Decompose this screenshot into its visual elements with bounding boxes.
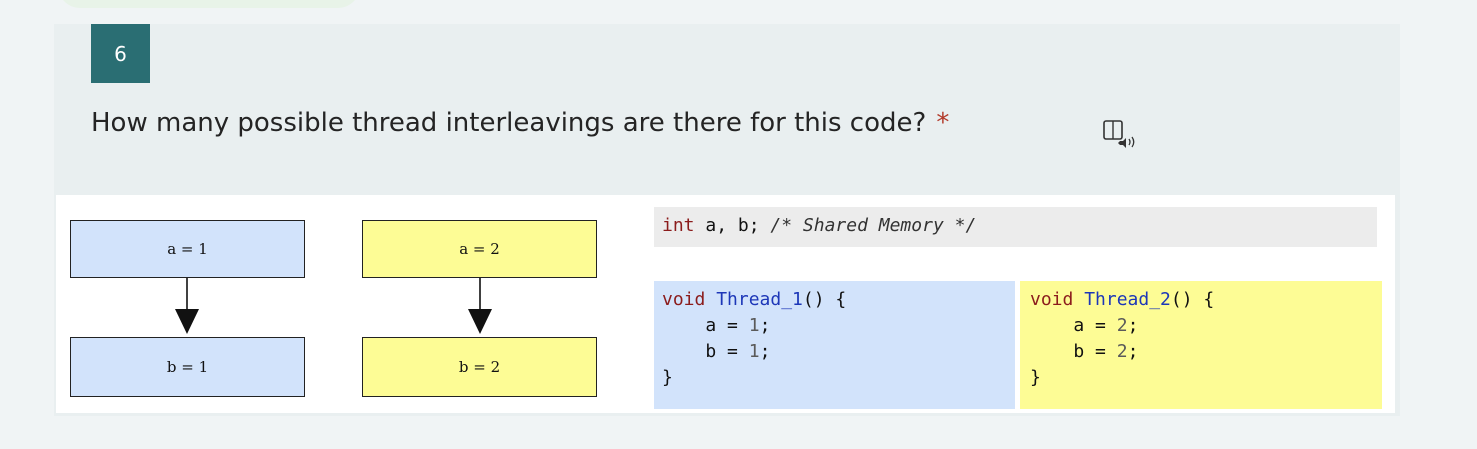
code-thread1-b-value: 1 bbox=[748, 341, 760, 362]
code-thread1-b-assign: b = bbox=[705, 341, 749, 362]
code-thread2-a-assign: a = bbox=[1073, 315, 1117, 336]
question-title: How many possible thread interleavings a… bbox=[91, 108, 949, 138]
code-thread2-a-value: 2 bbox=[1116, 315, 1128, 336]
code-thread2-name: Thread_2 bbox=[1084, 289, 1171, 310]
code-line-shared: int a, b; /* Shared Memory */ bbox=[662, 213, 1377, 239]
flow-label-thread2-b: b = 2 bbox=[458, 358, 501, 376]
code-thread2-line-b: b = 2; bbox=[1030, 339, 1382, 365]
code-thread1-signature: void Thread_1() { bbox=[662, 287, 1015, 313]
flow-box-thread2-a: a = 2 bbox=[362, 220, 597, 278]
code-thread2: void Thread_2() { a = 2; b = 2; } bbox=[1020, 281, 1382, 409]
immersive-reader-icon[interactable] bbox=[1102, 115, 1142, 149]
flow-box-thread1-a: a = 1 bbox=[70, 220, 305, 278]
question-number-badge: 6 bbox=[91, 24, 150, 83]
code-thread1-line-b: b = 1; bbox=[662, 339, 1015, 365]
code-thread2-signature: void Thread_2() { bbox=[1030, 287, 1382, 313]
code-thread1-a-semi: ; bbox=[759, 315, 771, 336]
code-thread1-close: } bbox=[662, 367, 673, 388]
code-thread1-line-a: a = 1; bbox=[662, 313, 1015, 339]
question-text: How many possible thread interleavings a… bbox=[91, 108, 927, 138]
required-marker: * bbox=[936, 108, 950, 138]
flow-label-thread1-a: a = 1 bbox=[167, 240, 208, 258]
question-figure: a = 1 b = 1 a = 2 b = 2 int a, b; /* Sha… bbox=[56, 195, 1395, 413]
code-thread2-b-semi: ; bbox=[1127, 341, 1139, 362]
code-type-keyword: int bbox=[662, 215, 695, 236]
previous-answer-pill bbox=[58, 0, 360, 8]
question-number: 6 bbox=[114, 41, 127, 66]
code-shared-vars: a, b; bbox=[705, 215, 760, 236]
code-thread2-sig-rest: () { bbox=[1170, 289, 1215, 310]
code-thread2-close: } bbox=[1030, 367, 1041, 388]
flow-arrow-thread1 bbox=[175, 278, 199, 334]
code-comment: /* Shared Memory */ bbox=[770, 215, 977, 236]
code-thread1-keyword: void bbox=[662, 289, 706, 310]
code-thread2-a-semi: ; bbox=[1127, 315, 1139, 336]
code-thread1-b-semi: ; bbox=[759, 341, 771, 362]
code-shared-memory: int a, b; /* Shared Memory */ bbox=[654, 207, 1377, 247]
code-thread1-name: Thread_1 bbox=[716, 289, 803, 310]
code-thread1: void Thread_1() { a = 1; b = 1; } bbox=[654, 281, 1015, 409]
code-thread1-a-value: 1 bbox=[748, 315, 760, 336]
code-thread2-b-assign: b = bbox=[1073, 341, 1117, 362]
flow-box-thread2-b: b = 2 bbox=[362, 337, 597, 397]
code-thread1-a-assign: a = bbox=[705, 315, 749, 336]
code-thread2-line-a: a = 2; bbox=[1030, 313, 1382, 339]
code-thread2-keyword: void bbox=[1030, 289, 1074, 310]
code-thread1-sig-rest: () { bbox=[802, 289, 847, 310]
flow-box-thread1-b: b = 1 bbox=[70, 337, 305, 397]
flow-label-thread2-a: a = 2 bbox=[459, 240, 500, 258]
code-thread2-b-value: 2 bbox=[1116, 341, 1128, 362]
flow-label-thread1-b: b = 1 bbox=[166, 358, 209, 376]
flow-arrow-thread2 bbox=[468, 278, 492, 334]
